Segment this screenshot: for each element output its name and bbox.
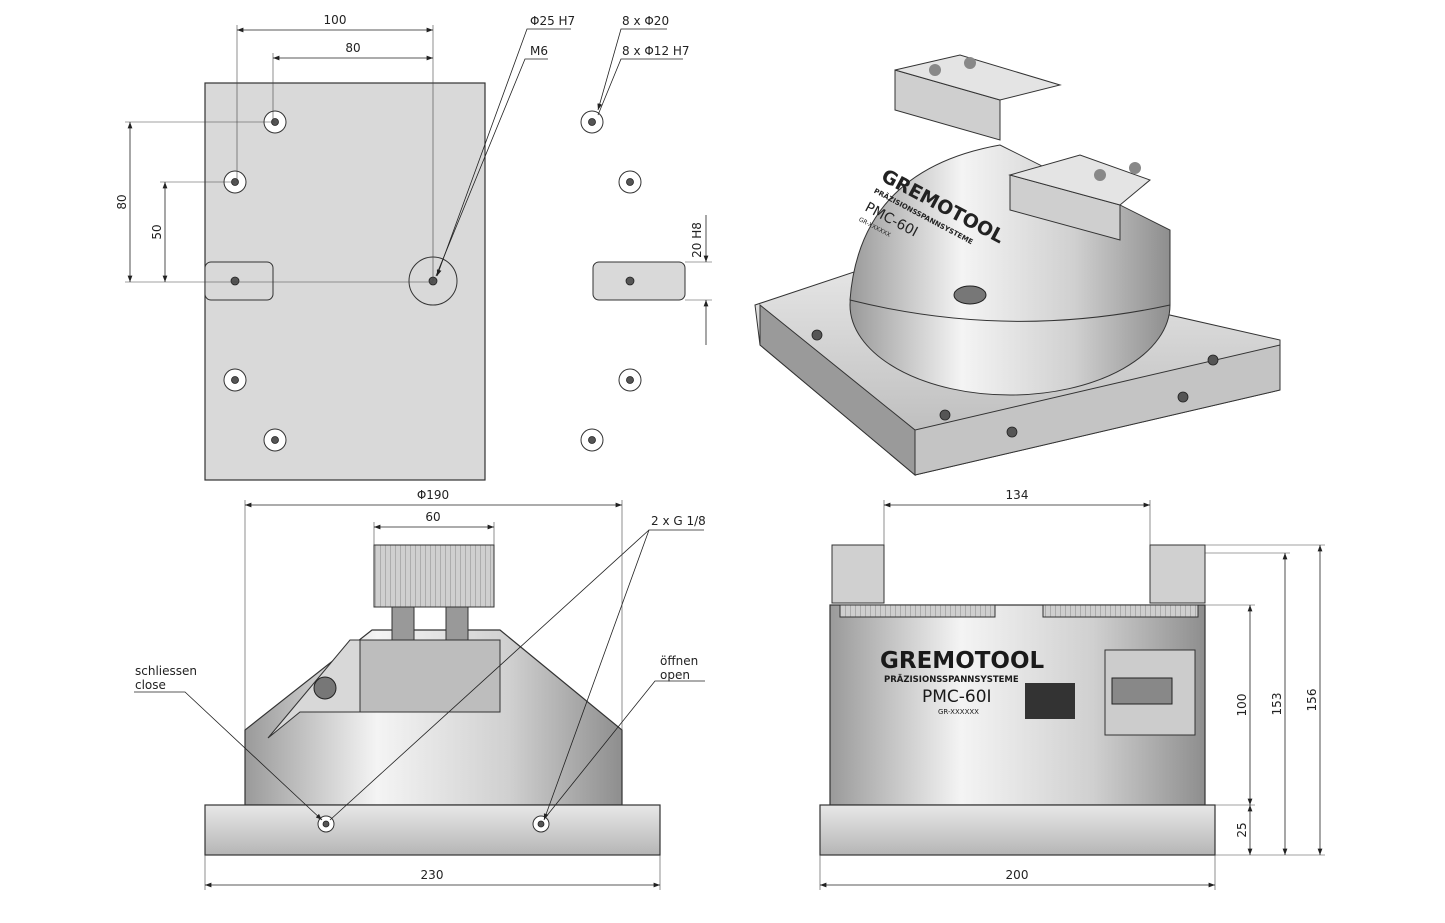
dim-20h8: 20 H8 <box>690 222 704 258</box>
label-open-en: open <box>660 668 690 682</box>
callout-holes-20: 8 x Φ20 <box>622 14 669 28</box>
side-view: GREMOTOOL PRÄZISIONSSPANNSYSTEME PMC-60I… <box>819 488 1325 890</box>
dim-156: 156 <box>1305 689 1319 712</box>
callout-thread: M6 <box>530 44 548 58</box>
svg-text:PRÄZISIONSSPANNSYSTEME: PRÄZISIONSSPANNSYSTEME <box>884 674 1019 685</box>
slot-right <box>592 261 686 301</box>
callout-holes-12: 8 x Φ12 H7 <box>622 44 690 58</box>
side-jaw-left <box>831 544 885 604</box>
svg-text:PMC-60I: PMC-60I <box>922 687 992 707</box>
dim-134: 134 <box>1006 488 1029 502</box>
svg-text:GR-XXXXXX: GR-XXXXXX <box>938 708 979 716</box>
dim-50: 50 <box>150 224 164 239</box>
callout-ports: 2 x G 1/8 <box>651 514 706 528</box>
front-view: Φ190 60 230 2 x G 1/8 schliessen close ö… <box>134 488 706 890</box>
side-coupling <box>1111 677 1173 705</box>
dim-200: 200 <box>1006 868 1029 882</box>
dim-25: 25 <box>1235 822 1249 837</box>
qr-code <box>1025 683 1075 719</box>
dim-80-vertical: 80 <box>115 194 129 209</box>
isometric-view: GREMOTOOL PRÄZISIONSSPANNSYSTEME PMC-60I… <box>754 54 1281 477</box>
side-brand: GREMOTOOL <box>880 648 1045 674</box>
dim-190: Φ190 <box>417 488 449 502</box>
dim-100: 100 <box>324 13 347 27</box>
side-base <box>819 804 1216 856</box>
iso-coupling <box>953 285 987 305</box>
dim-100-side: 100 <box>1235 694 1249 717</box>
side-jaw-right <box>1149 544 1206 604</box>
front-screw <box>313 676 337 700</box>
front-jaw <box>373 544 495 608</box>
label-close-en: close <box>135 678 166 692</box>
front-base <box>204 804 661 856</box>
label-close-de: schliessen <box>135 664 197 678</box>
dim-80-horizontal: 80 <box>345 41 360 55</box>
dim-153: 153 <box>1270 693 1284 716</box>
top-view: 100 80 80 50 20 H8 Φ25 H7 M6 8 x Φ20 8 x… <box>115 13 712 481</box>
dim-230: 230 <box>421 868 444 882</box>
mounting-holes <box>223 110 642 452</box>
dim-60: 60 <box>425 510 440 524</box>
label-open-de: öffnen <box>660 654 698 668</box>
callout-bore: Φ25 H7 <box>530 14 575 28</box>
